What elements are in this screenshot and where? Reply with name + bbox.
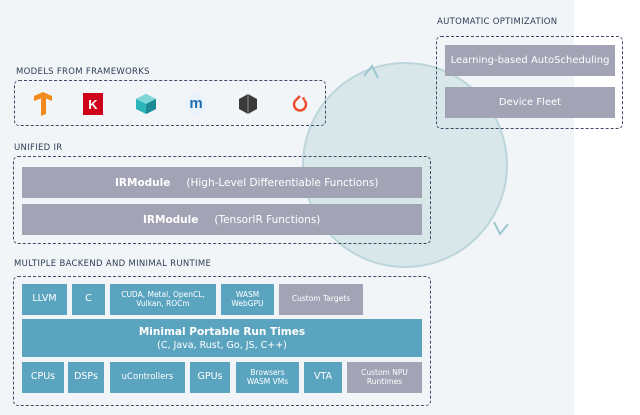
mindspore-letter: m	[185, 93, 207, 115]
device-vta: VTA	[304, 362, 342, 393]
learning-autoscheduling-box: Learning-based AutoScheduling	[445, 45, 615, 76]
mindspore-icon: m	[183, 91, 209, 117]
irmodule-tensorir-bar: IRModule (TensorIR Functions)	[22, 204, 422, 235]
target-c: C	[72, 284, 105, 315]
target-llvm: LLVM	[22, 284, 67, 315]
backend-group	[13, 276, 431, 406]
frameworks-group	[14, 80, 326, 126]
unified-ir-heading: UNIFIED IR	[14, 143, 63, 153]
pytorch-icon	[287, 91, 313, 117]
device-browsers-wasm: Browsers WASM VMs	[236, 362, 299, 393]
irmodule-low-desc: (TensorIR Functions)	[214, 213, 321, 226]
keras-letter: K	[83, 93, 103, 115]
target-wasm-webgpu: WASM WebGPU	[221, 284, 274, 315]
irmodule-high-level-bar: IRModule (High-Level Differentiable Func…	[22, 167, 422, 198]
auto-opt-group	[436, 36, 623, 129]
irmodule-high-name: IRModule	[115, 176, 171, 189]
device-dsps: DSPs	[68, 362, 104, 393]
models-heading: MODELS FROM FRAMEWORKS	[16, 67, 150, 77]
minimal-runtime-bar: Minimal Portable Run Times (C, Java, Rus…	[22, 319, 422, 357]
custom-npu-runtimes-box: Custom NPU Runtimes	[347, 362, 422, 393]
device-gpus: GPUs	[190, 362, 230, 393]
cycle-arrow-top-icon	[363, 64, 379, 79]
onnx-icon	[235, 91, 261, 117]
backend-heading: MULTIPLE BACKEND AND MINIMAL RUNTIME	[14, 259, 212, 269]
device-fleet-box: Device Fleet	[445, 87, 615, 118]
runtime-title: Minimal Portable Run Times	[138, 325, 306, 338]
device-cpus: CPUs	[22, 362, 64, 393]
irmodule-high-desc: (High-Level Differentiable Functions)	[186, 176, 379, 189]
cycle-arrow-right-icon	[493, 221, 509, 236]
auto-opt-heading: AUTOMATIC OPTIMIZATION	[437, 17, 558, 27]
target-gpu-apis: CUDA, Metal, OpenCL, Vulkan, ROCm	[110, 284, 216, 315]
device-ucontrollers: uControllers	[110, 362, 185, 393]
runtime-languages: (C, Java, Rust, Go, JS, C++)	[157, 339, 287, 351]
keras-icon: K	[80, 91, 106, 117]
custom-targets-box: Custom Targets	[279, 284, 363, 315]
tensorflow-icon	[30, 91, 56, 117]
unified-ir-group	[13, 156, 431, 244]
irmodule-low-name: IRModule	[143, 213, 199, 226]
mxnet-icon	[133, 91, 159, 117]
